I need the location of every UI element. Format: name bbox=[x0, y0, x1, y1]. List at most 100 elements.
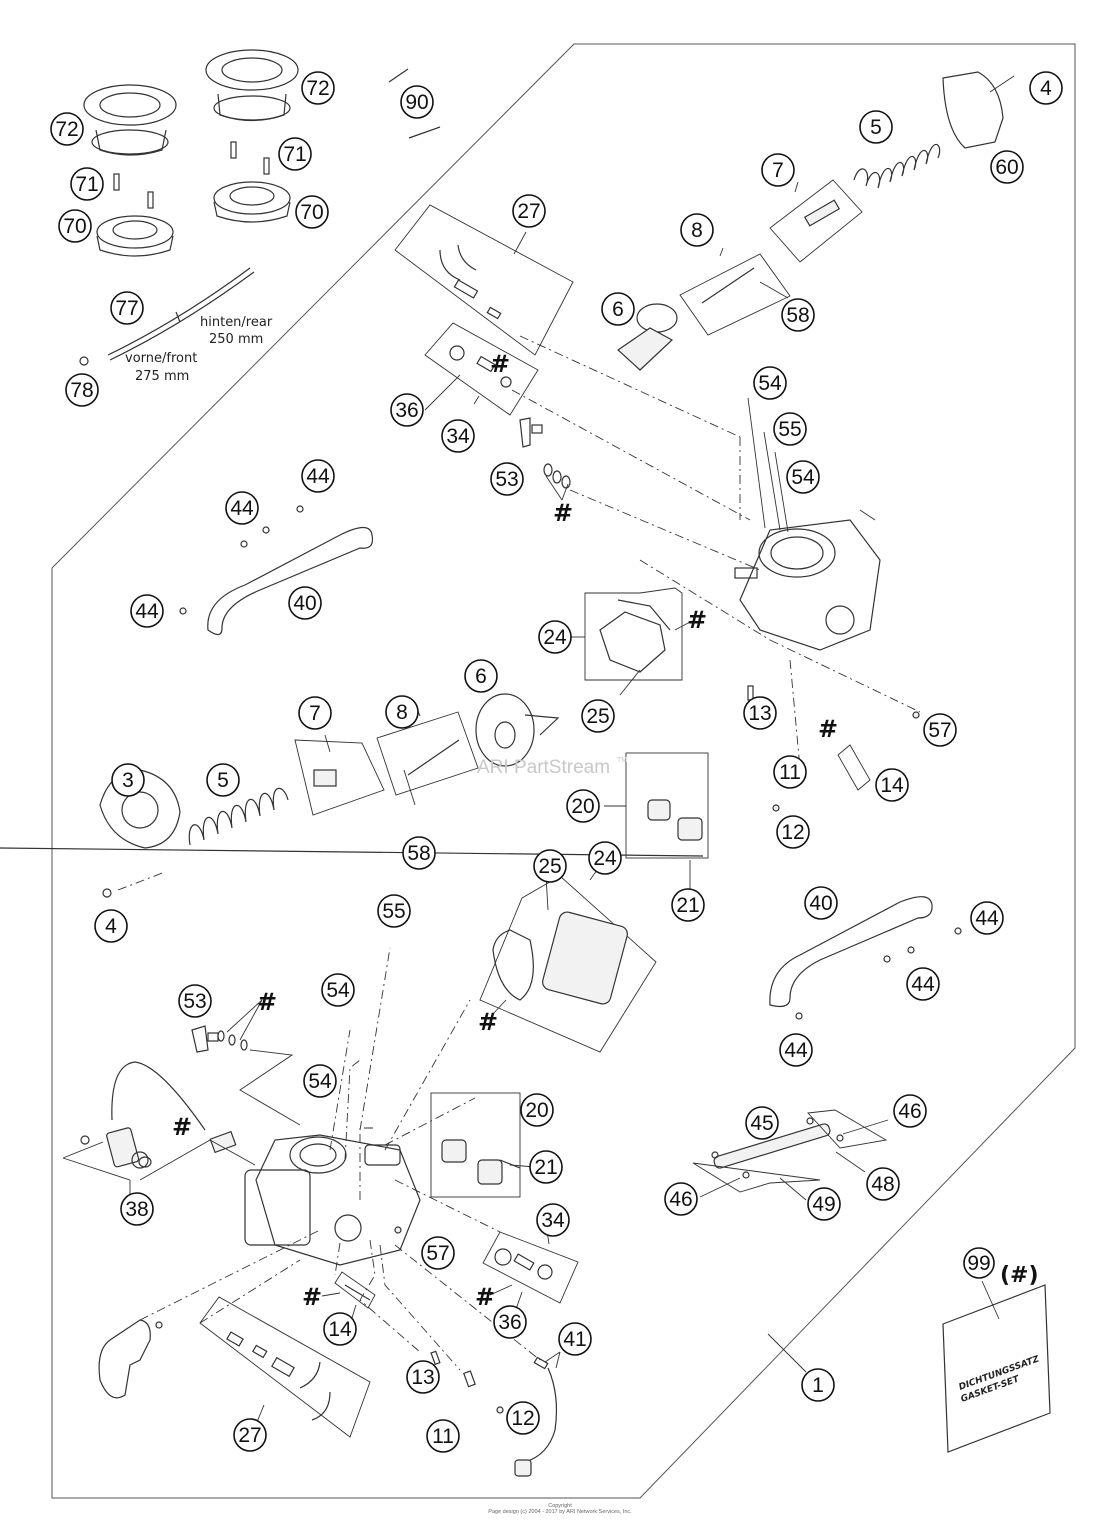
gasket-marker: # bbox=[490, 350, 510, 378]
callout-57[interactable]: 57 bbox=[421, 1236, 455, 1270]
callout-20[interactable]: 20 bbox=[520, 1093, 554, 1127]
callout-13[interactable]: 13 bbox=[743, 696, 777, 730]
callout-number: 54 bbox=[791, 466, 815, 489]
callout-48[interactable]: 48 bbox=[866, 1167, 900, 1201]
callout-21[interactable]: 21 bbox=[529, 1150, 563, 1184]
callout-53[interactable]: 53 bbox=[490, 462, 524, 496]
callout-46[interactable]: 46 bbox=[893, 1094, 927, 1128]
callout-46[interactable]: 46 bbox=[664, 1182, 698, 1216]
float-bowl-group-24-lower bbox=[479, 859, 657, 1053]
callout-8[interactable]: 8 bbox=[385, 695, 419, 729]
callout-34[interactable]: 34 bbox=[536, 1203, 570, 1237]
callout-12[interactable]: 12 bbox=[776, 815, 810, 849]
needle-jet-group-7-lower bbox=[294, 734, 385, 816]
callout-7[interactable]: 7 bbox=[298, 696, 332, 730]
callout-14[interactable]: 14 bbox=[875, 768, 909, 802]
callout-58[interactable]: 58 bbox=[781, 298, 815, 332]
callout-55[interactable]: 55 bbox=[377, 894, 411, 928]
callout-45[interactable]: 45 bbox=[745, 1106, 779, 1140]
callout-44[interactable]: 44 bbox=[906, 967, 940, 1001]
callout-6[interactable]: 6 bbox=[464, 659, 498, 693]
callout-44[interactable]: 44 bbox=[970, 901, 1004, 935]
callout-circle bbox=[377, 894, 411, 928]
callout-77[interactable]: 77 bbox=[110, 291, 144, 325]
callout-71[interactable]: 71 bbox=[278, 137, 312, 171]
callout-36[interactable]: 36 bbox=[493, 1305, 527, 1339]
callout-58[interactable]: 58 bbox=[402, 836, 436, 870]
float-group-20-lower bbox=[384, 1092, 536, 1198]
callout-25[interactable]: 25 bbox=[533, 849, 567, 883]
callout-49[interactable]: 49 bbox=[807, 1187, 841, 1221]
callout-44[interactable]: 44 bbox=[130, 594, 164, 628]
callout-40[interactable]: 40 bbox=[804, 886, 838, 920]
callout-72[interactable]: 72 bbox=[50, 112, 84, 146]
needle-jet-group-7-upper bbox=[769, 179, 863, 263]
callout-11[interactable]: 11 bbox=[773, 755, 807, 789]
callout-38[interactable]: 38 bbox=[120, 1192, 154, 1226]
callout-20[interactable]: 20 bbox=[566, 789, 600, 823]
callout-27[interactable]: 27 bbox=[233, 1418, 267, 1452]
callout-57[interactable]: 57 bbox=[923, 713, 957, 747]
o-rings-upper bbox=[543, 463, 571, 501]
callout-60[interactable]: 60 bbox=[990, 150, 1024, 184]
callout-34[interactable]: 34 bbox=[441, 419, 475, 453]
callout-4[interactable]: 4 bbox=[94, 909, 128, 943]
callout-circle bbox=[390, 393, 424, 427]
callout-99[interactable]: 99 bbox=[963, 1247, 995, 1279]
callout-6[interactable]: 6 bbox=[601, 292, 635, 326]
callout-circle bbox=[807, 1187, 841, 1221]
callout-circle bbox=[588, 841, 622, 875]
assembly-lines-lower bbox=[139, 947, 541, 1371]
callout-7[interactable]: 7 bbox=[761, 153, 795, 187]
callout-number: 4 bbox=[1040, 77, 1052, 100]
callout-circle bbox=[402, 836, 436, 870]
callout-circle bbox=[120, 1192, 154, 1226]
callout-5[interactable]: 5 bbox=[859, 110, 893, 144]
callout-78[interactable]: 78 bbox=[65, 373, 99, 407]
gasket-kit-suffix: (#) bbox=[1000, 1263, 1039, 1288]
callout-90[interactable]: 90 bbox=[400, 85, 434, 119]
callout-54[interactable]: 54 bbox=[321, 973, 355, 1007]
callout-11[interactable]: 11 bbox=[426, 1419, 460, 1453]
callout-44[interactable]: 44 bbox=[779, 1033, 813, 1067]
callout-36[interactable]: 36 bbox=[390, 393, 424, 427]
callout-40[interactable]: 40 bbox=[288, 586, 322, 620]
callout-13[interactable]: 13 bbox=[406, 1360, 440, 1394]
callout-54[interactable]: 54 bbox=[753, 366, 787, 400]
callout-number: 54 bbox=[326, 979, 350, 1002]
callout-27[interactable]: 27 bbox=[512, 194, 546, 228]
callout-number: 90 bbox=[405, 91, 428, 114]
callout-circle bbox=[761, 153, 795, 187]
callout-number: 72 bbox=[306, 77, 329, 100]
callout-number: 5 bbox=[870, 116, 882, 139]
callout-24[interactable]: 24 bbox=[538, 620, 572, 654]
callout-5[interactable]: 5 bbox=[206, 763, 240, 797]
callout-12[interactable]: 12 bbox=[506, 1401, 540, 1435]
callout-25[interactable]: 25 bbox=[581, 699, 615, 733]
callout-24[interactable]: 24 bbox=[588, 841, 622, 875]
callout-4[interactable]: 4 bbox=[1029, 71, 1063, 105]
callout-44[interactable]: 44 bbox=[225, 491, 259, 525]
callout-53[interactable]: 53 bbox=[178, 984, 212, 1018]
callout-54[interactable]: 54 bbox=[786, 460, 820, 494]
callout-70[interactable]: 70 bbox=[295, 195, 329, 229]
callout-8[interactable]: 8 bbox=[680, 213, 714, 247]
callout-41[interactable]: 41 bbox=[558, 1322, 592, 1356]
callout-54[interactable]: 54 bbox=[303, 1064, 337, 1098]
callout-number: 48 bbox=[871, 1173, 894, 1196]
callout-55[interactable]: 55 bbox=[773, 412, 807, 446]
callout-number: 21 bbox=[676, 894, 699, 917]
callout-number: 25 bbox=[538, 855, 561, 878]
callout-72[interactable]: 72 bbox=[301, 71, 335, 105]
callout-number: 41 bbox=[563, 1328, 586, 1351]
callout-circle bbox=[520, 1093, 554, 1127]
callout-number: 14 bbox=[328, 1318, 352, 1341]
callout-1[interactable]: 1 bbox=[801, 1368, 835, 1402]
callout-44[interactable]: 44 bbox=[301, 459, 335, 493]
callout-21[interactable]: 21 bbox=[671, 888, 705, 922]
callout-14[interactable]: 14 bbox=[323, 1312, 357, 1346]
callout-3[interactable]: 3 bbox=[111, 763, 145, 797]
callout-70[interactable]: 70 bbox=[58, 209, 92, 243]
callout-71[interactable]: 71 bbox=[70, 167, 104, 201]
callout-circle bbox=[779, 1033, 813, 1067]
